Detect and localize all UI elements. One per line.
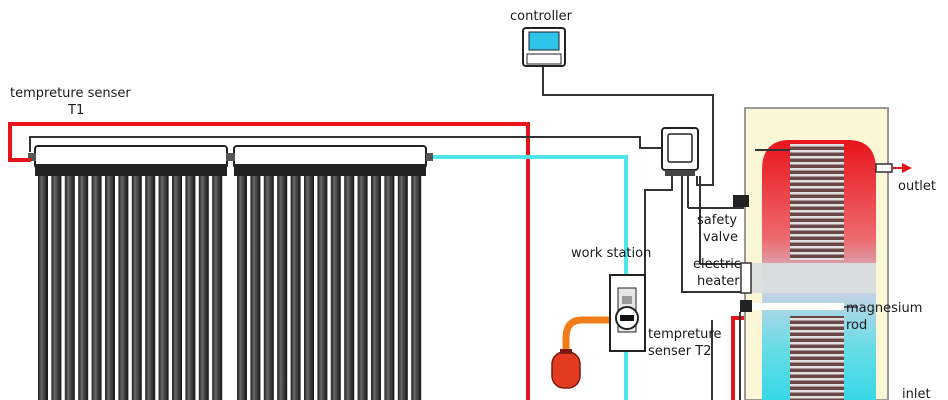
- evacuated-tube: [304, 172, 314, 400]
- expansion-tank-icon: [551, 349, 581, 389]
- evacuated-tube: [91, 172, 102, 400]
- evacuated-tube: [118, 172, 129, 400]
- evacuated-tube: [38, 172, 48, 400]
- electric-heater-label: electric: [693, 257, 741, 272]
- electric-heater: [746, 263, 876, 293]
- evacuated-tube: [51, 172, 62, 400]
- sensor-box-icon: [661, 127, 699, 176]
- evacuated-tube: [344, 172, 355, 400]
- evacuated-tube: [411, 172, 422, 400]
- controller-cable: [542, 67, 714, 186]
- safety-valve: [733, 195, 749, 207]
- magnesium-rod-label: magnesium: [846, 301, 922, 316]
- evacuated-tube: [371, 172, 381, 400]
- evacuated-tube: [158, 172, 169, 400]
- hot-flow-pipe: [8, 122, 530, 400]
- work-station-label: work station: [571, 246, 651, 261]
- sensor-t1-cable: [29, 136, 662, 152]
- inlet-label: inlet: [902, 387, 931, 400]
- evacuated-tube: [250, 172, 261, 400]
- sensor-t1-label: tempreture senser: [10, 86, 131, 101]
- storage-tank: [733, 107, 912, 400]
- electric-heater-label-line2: heater: [697, 274, 740, 289]
- evacuated-tube: [397, 172, 408, 400]
- upper-heat-coil: [790, 144, 844, 260]
- evacuated-tube: [330, 172, 341, 400]
- evacuated-tube: [198, 172, 209, 400]
- sensor-t2-label: tempreture: [648, 327, 721, 342]
- tank-cables: [682, 207, 745, 293]
- evacuated-tube: [237, 172, 247, 400]
- pump-station-icon: [609, 274, 646, 352]
- sensor-t1-label-line2: T1: [67, 103, 84, 118]
- sensor-t2-label-line2: senser T2: [648, 344, 711, 359]
- safety-valve-label-line2: valve: [703, 230, 738, 245]
- magnesium-rod: [752, 303, 844, 310]
- evacuated-tube: [290, 172, 301, 400]
- collector-manifold: [28, 145, 433, 176]
- evacuated-tube: [185, 172, 196, 400]
- outlet-label: outlet: [898, 179, 936, 194]
- evacuated-tube: [263, 172, 274, 400]
- evacuated-tube: [172, 172, 182, 400]
- controller-label: controller: [510, 9, 573, 24]
- magnesium-rod-label-line2: rod: [846, 318, 867, 333]
- evacuated-tube: [78, 172, 89, 400]
- evacuated-tube: [384, 172, 395, 400]
- evacuated-tube: [131, 172, 142, 400]
- safety-valve-label: safety: [697, 213, 737, 228]
- evacuated-tube: [145, 172, 156, 400]
- solar-collector: [38, 172, 422, 400]
- evacuated-tube: [212, 172, 223, 400]
- evacuated-tube: [317, 172, 328, 400]
- evacuated-tube: [105, 172, 115, 400]
- evacuated-tube: [64, 172, 75, 400]
- expansion-pipe: [562, 316, 616, 356]
- evacuated-tube: [277, 172, 288, 400]
- controller-icon: [522, 27, 566, 67]
- lower-heat-coil: [790, 316, 844, 400]
- evacuated-tube: [357, 172, 368, 400]
